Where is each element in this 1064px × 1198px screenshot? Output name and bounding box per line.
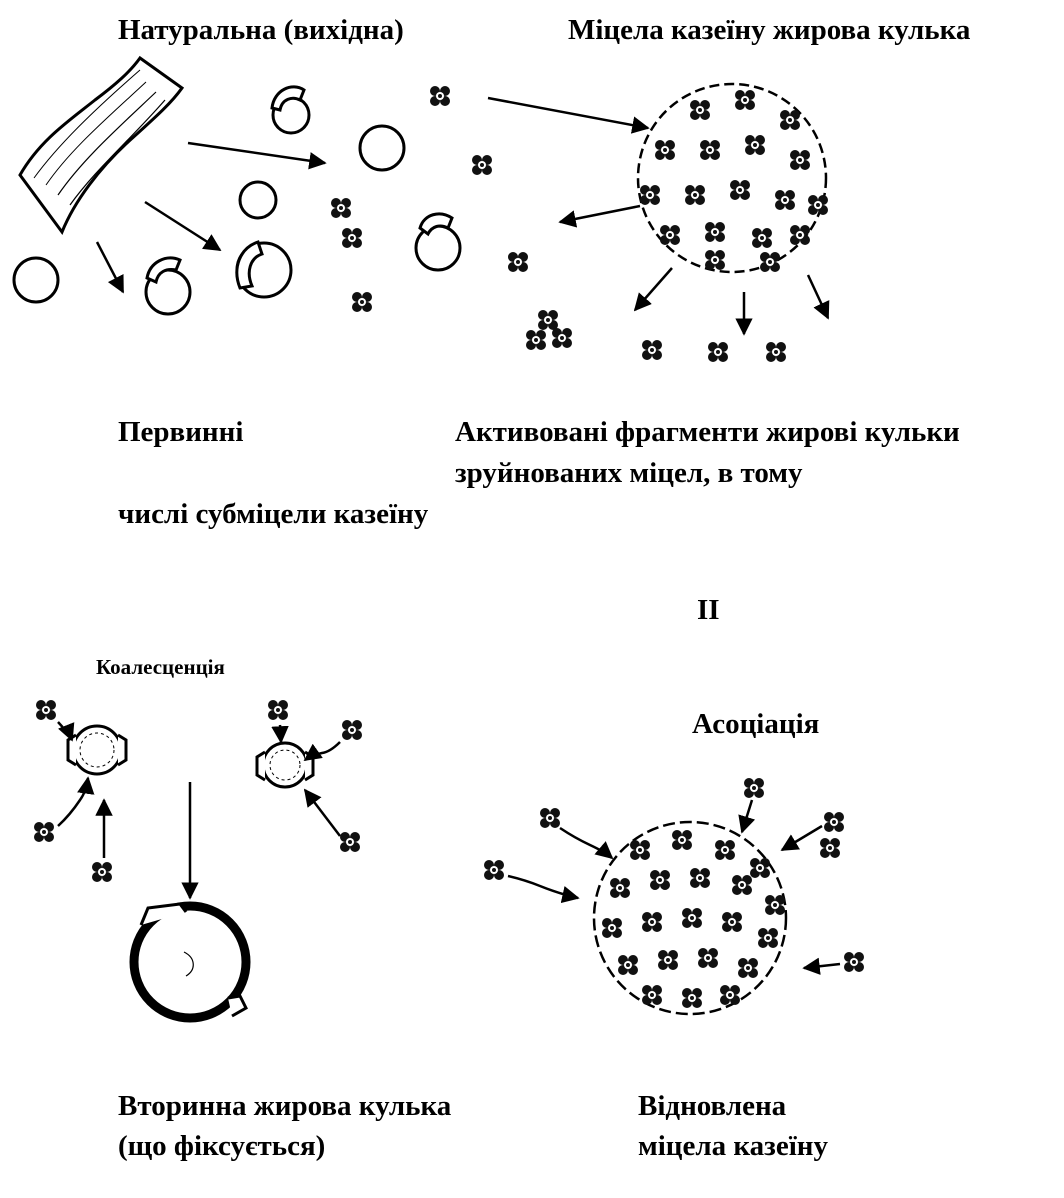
- coalescence-left-globule: [68, 726, 126, 774]
- coalescence-right-globule: [257, 743, 313, 787]
- casein-micelle-top: [638, 84, 828, 272]
- submicelles-coalescence: [34, 700, 362, 882]
- secondary-fat-globule: [134, 904, 246, 1018]
- fat-layer-fragment: [20, 58, 182, 232]
- restored-casein-micelle: [594, 822, 786, 1014]
